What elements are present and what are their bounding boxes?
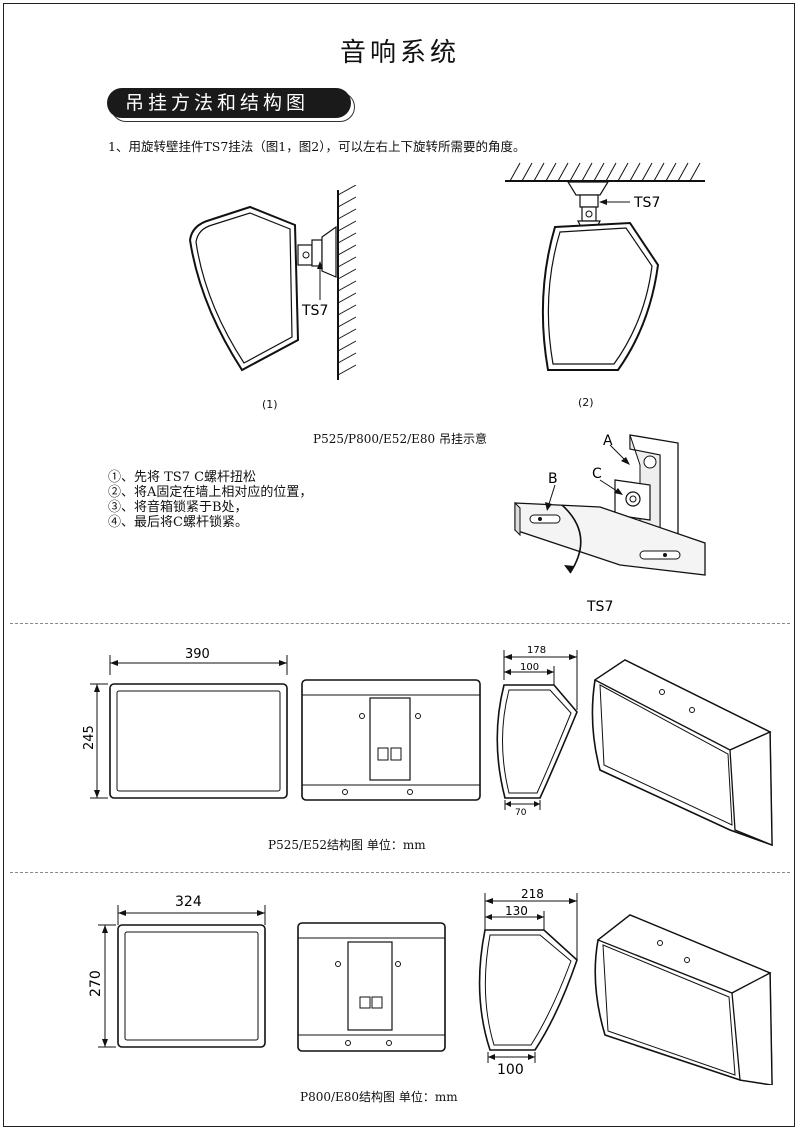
figure-2-ceiling-mount: TS7: [505, 162, 705, 371]
p525-bottom-depth-label: 70: [515, 808, 527, 818]
figure-2-label: (2): [578, 396, 594, 409]
bracket-label-b: B: [548, 471, 558, 487]
installation-steps: ①、先将 TS7 C螺杆扭松 ②、将A固定在墙上相对应的位置， ③、将音箱锁紧于…: [108, 470, 312, 530]
p525-width-label: 390: [185, 647, 210, 662]
step-item: ①、先将 TS7 C螺杆扭松: [108, 470, 257, 485]
p525-caption: P525/E52结构图 单位：mm: [268, 838, 426, 852]
p525-structure-drawing: 390 245 178 100 70: [82, 645, 773, 847]
p800-bottom-depth-label: 100: [497, 1062, 524, 1078]
step-item: ④、最后将C螺杆锁紧。: [108, 515, 248, 530]
bracket-label-c: C: [592, 466, 602, 482]
step-item: ②、将A固定在墙上相对应的位置，: [108, 485, 313, 500]
p800-top-depth-label: 130: [505, 904, 528, 918]
figure-1-label: (1): [262, 398, 278, 411]
figure-2-part-label: TS7: [633, 195, 660, 211]
hanging-caption: P525/P800/E52/E80 吊挂示意: [313, 432, 487, 446]
p800-caption: P800/E80结构图 单位：mm: [300, 1090, 458, 1104]
p525-top-depth-label: 100: [520, 662, 539, 673]
bracket-part-label: TS7: [586, 599, 613, 615]
figure-1-part-label: TS7: [301, 303, 328, 319]
bracket-label-a: A: [603, 433, 613, 449]
p800-structure-drawing: 324 270 218 130 100: [88, 887, 773, 1085]
ts7-bracket-diagram: A C B TS7: [514, 433, 706, 615]
figure-1-wall-mount: TS7: [188, 185, 357, 380]
p525-height-label: 245: [82, 725, 97, 750]
page-border: [3, 3, 795, 1127]
section-divider: [10, 872, 790, 873]
step-item: ③、将音箱锁紧于B处，: [108, 500, 248, 515]
p800-height-label: 270: [88, 970, 104, 997]
page-title: 音响系统: [339, 38, 460, 68]
p800-depth-label: 218: [521, 887, 544, 901]
section-heading: 吊挂方法和结构图: [107, 88, 351, 118]
section-divider: [10, 623, 790, 624]
step1-text: 1、用旋转壁挂件TS7挂法（图1，图2），可以左右上下旋转所需要的角度。: [108, 139, 526, 154]
p525-depth-label: 178: [527, 645, 546, 656]
section-heading-text: 吊挂方法和结构图: [125, 92, 310, 114]
p800-width-label: 324: [175, 894, 202, 910]
